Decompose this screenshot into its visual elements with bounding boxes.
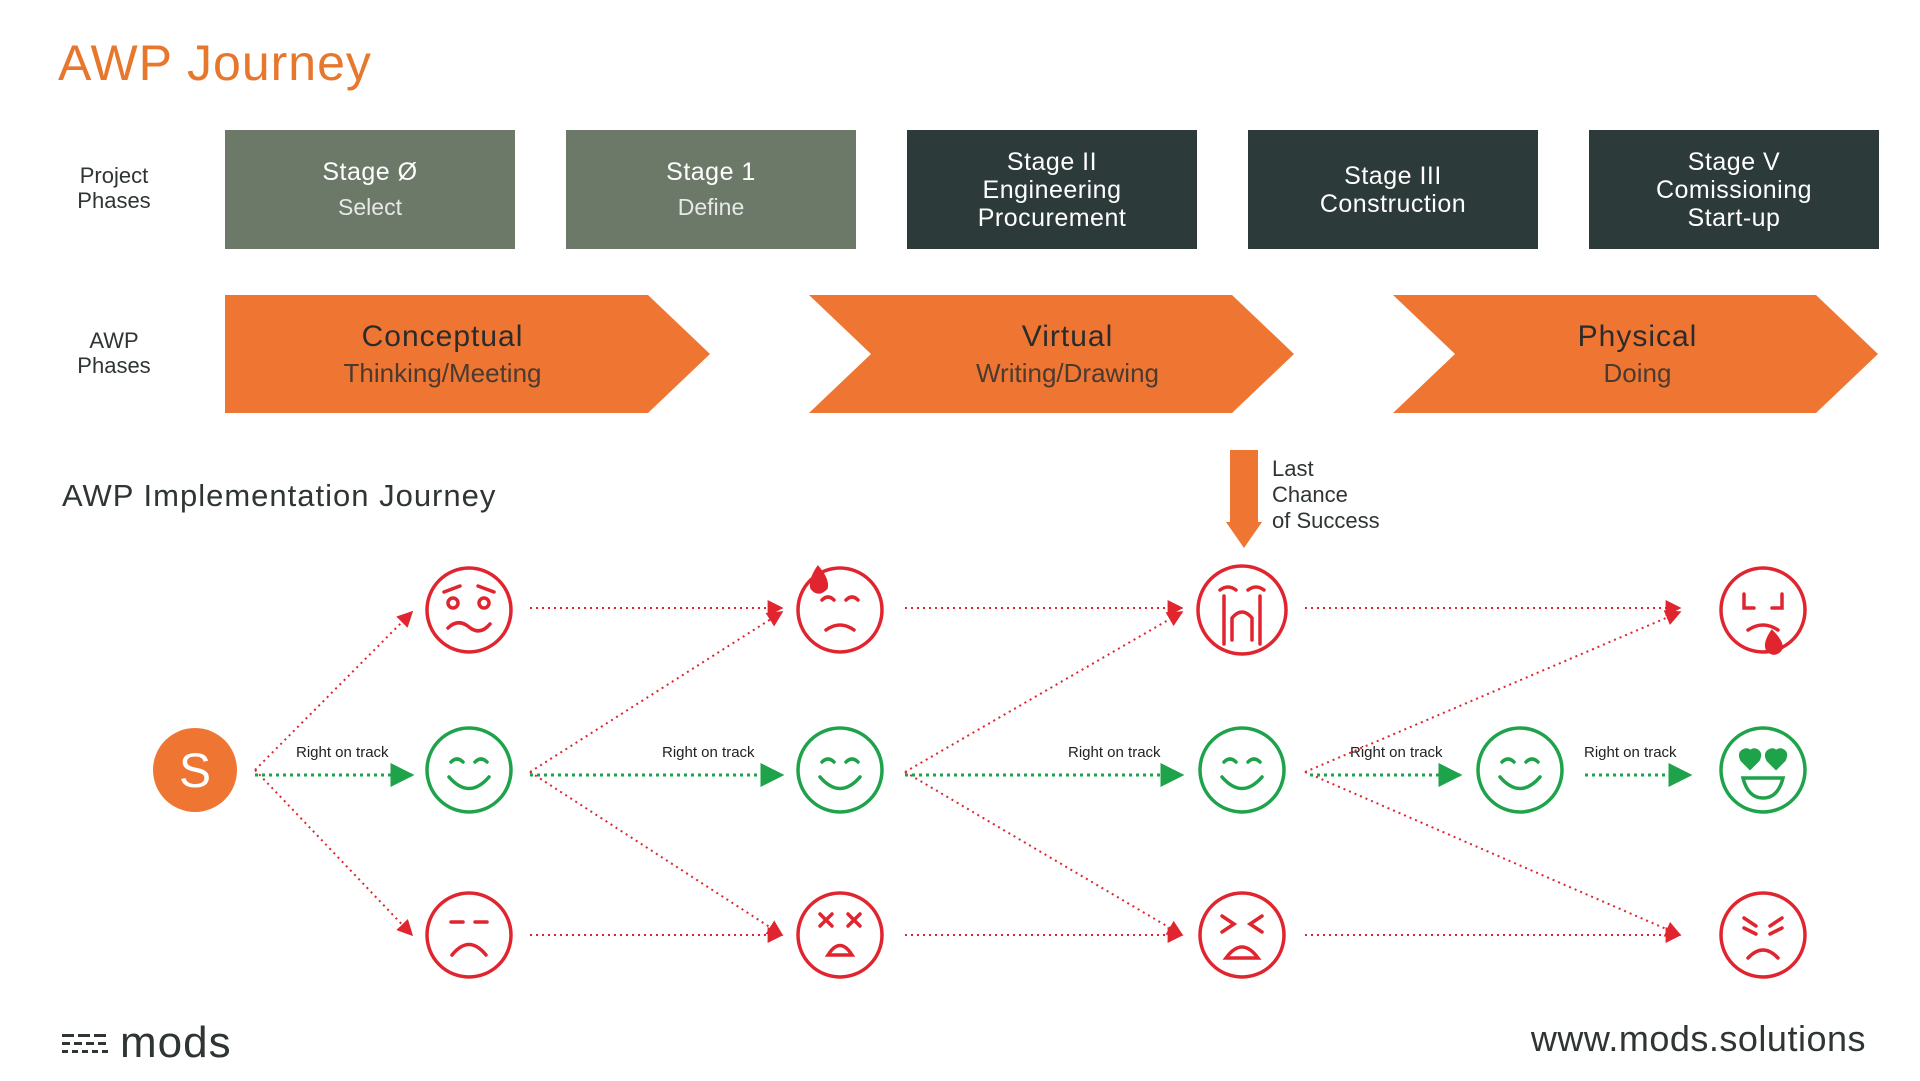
page-title: AWP Journey xyxy=(58,35,372,91)
stage-sub: Select xyxy=(338,194,402,220)
stage-name: Stage 1 xyxy=(666,158,756,186)
stage-name: Stage II Engineering Procurement xyxy=(977,147,1127,232)
heart-eyes-face-icon xyxy=(1719,726,1807,814)
smiling-face-icon xyxy=(796,726,884,814)
sweat-face-icon xyxy=(796,565,884,654)
phase-sub: Doing xyxy=(1603,357,1672,388)
phase-name: Physical xyxy=(1577,319,1698,353)
stage-name: Stage Ø xyxy=(322,158,418,186)
crying-face-icon xyxy=(1196,564,1288,656)
conceptual-chevron xyxy=(225,295,710,413)
stage-3-box: Stage III Construction xyxy=(1248,130,1538,249)
right-on-track-label: Right on track xyxy=(1068,744,1161,761)
implementation-title: AWP Implementation Journey xyxy=(62,478,497,513)
angry-face-icon xyxy=(1719,891,1807,979)
phase-name: Conceptual xyxy=(361,319,524,353)
phase-name: Virtual xyxy=(1021,319,1114,353)
mods-logo-mark-icon xyxy=(62,1034,108,1053)
start-node: S xyxy=(153,728,237,812)
phase-sub: Thinking/Meeting xyxy=(343,357,542,388)
awp-phases-label: AWP Phases xyxy=(77,328,151,378)
start-letter: S xyxy=(179,745,211,798)
stage-0-box: Stage Ø Select xyxy=(225,130,515,249)
project-phases-label: Project Phases xyxy=(77,163,151,213)
smiling-face-icon xyxy=(425,726,513,814)
tearful-face-icon xyxy=(1719,566,1807,655)
mods-logo: mods xyxy=(62,1018,232,1067)
last-chance-label: Last Chance of Success xyxy=(1272,456,1380,533)
physical-chevron xyxy=(1393,295,1878,413)
tired-face-icon xyxy=(1198,891,1286,979)
red-paths xyxy=(254,600,1682,943)
stage-5-box: Stage V Comissioning Start-up xyxy=(1589,130,1879,249)
awp-chevrons xyxy=(225,295,1878,413)
dizzy-face-icon xyxy=(796,891,884,979)
virtual-chevron xyxy=(809,295,1294,413)
right-on-track-label: Right on track xyxy=(296,744,389,761)
physical-phase: Physical Doing xyxy=(1420,295,1855,413)
frowning-face-icon xyxy=(425,891,513,979)
conceptual-phase: Conceptual Thinking/Meeting xyxy=(225,295,660,413)
virtual-phase: Virtual Writing/Drawing xyxy=(850,295,1285,413)
smiling-face-icon xyxy=(1476,726,1564,814)
mods-logo-text: mods xyxy=(120,1018,232,1067)
right-on-track-label: Right on track xyxy=(662,744,755,761)
right-on-track-label: Right on track xyxy=(1584,744,1677,761)
stage-name: Stage III Construction xyxy=(1319,161,1467,218)
website-link[interactable]: www.mods.solutions xyxy=(1530,1018,1866,1059)
right-on-track-label: Right on track xyxy=(1350,744,1443,761)
phase-sub: Writing/Drawing xyxy=(975,357,1159,388)
stage-2-box: Stage II Engineering Procurement xyxy=(907,130,1197,249)
worried-face-icon xyxy=(425,566,513,654)
stage-sub: Define xyxy=(677,194,745,220)
stage-1-box: Stage 1 Define xyxy=(566,130,856,249)
stage-name: Stage V Comissioning Start-up xyxy=(1655,147,1813,232)
smiling-face-icon xyxy=(1198,726,1286,814)
last-chance-arrow-icon xyxy=(1226,450,1262,548)
